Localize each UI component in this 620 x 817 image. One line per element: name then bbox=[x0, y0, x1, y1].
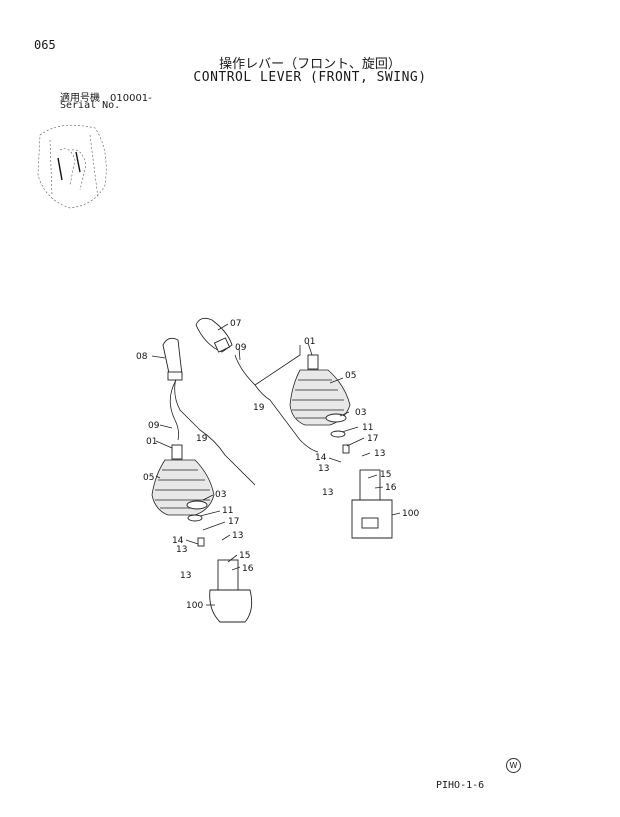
label-17-left: 17 bbox=[228, 517, 239, 527]
right-grip-collar bbox=[213, 337, 231, 353]
label-16-left: 16 bbox=[242, 564, 254, 574]
left-grip bbox=[162, 337, 183, 379]
label-19-right: 19 bbox=[253, 403, 265, 413]
label-13-left-b: 13 bbox=[176, 545, 187, 555]
left-nut bbox=[187, 514, 203, 522]
label-05-right: 05 bbox=[345, 371, 356, 381]
label-14-left: 14 bbox=[172, 536, 184, 546]
left-bracket bbox=[197, 537, 205, 547]
label-100-right: 100 bbox=[402, 509, 419, 519]
label-09-left: 09 bbox=[148, 421, 160, 431]
label-15-right: 15 bbox=[380, 470, 391, 480]
right-lever-stem bbox=[307, 354, 319, 370]
left-plate bbox=[186, 500, 208, 510]
label-13-right-b: 13 bbox=[318, 464, 329, 474]
watermark-logo: W bbox=[506, 758, 521, 773]
serial-label-japanese: 適用号機 010001- bbox=[60, 93, 152, 104]
left-lever-stem bbox=[171, 444, 183, 460]
label-17-right: 17 bbox=[367, 434, 378, 444]
label-11-left: 11 bbox=[222, 506, 233, 516]
label-05-left: 05 bbox=[143, 473, 154, 483]
locator-lever-icons bbox=[57, 151, 81, 181]
label-03-right: 03 bbox=[355, 408, 366, 418]
label-14-right: 14 bbox=[315, 453, 327, 463]
page-code: PIHO-1-6 bbox=[436, 780, 485, 791]
label-08: 08 bbox=[136, 352, 148, 362]
right-plate bbox=[325, 413, 347, 423]
right-nut bbox=[330, 430, 346, 438]
page-number: 065 bbox=[34, 38, 56, 52]
label-13-left-a: 13 bbox=[232, 531, 243, 541]
label-100-left: 100 bbox=[186, 601, 203, 611]
right-bracket bbox=[342, 444, 350, 454]
left-lever-assembly bbox=[151, 337, 253, 623]
left-grip-collar bbox=[167, 371, 183, 381]
cab-locator-sketch bbox=[37, 124, 107, 209]
page-title-japanese: 操作レバー（フロント、旋回） bbox=[219, 57, 401, 72]
label-16-right: 16 bbox=[385, 483, 397, 493]
left-valve-base bbox=[209, 589, 253, 623]
label-13-left-c: 13 bbox=[180, 571, 191, 581]
label-09-right: 09 bbox=[235, 343, 247, 353]
right-boot bbox=[289, 369, 351, 426]
label-01-left: 01 bbox=[146, 437, 157, 447]
label-11-right: 11 bbox=[362, 423, 373, 433]
page-title-english: CONTROL LEVER (FRONT, SWING) bbox=[193, 70, 427, 85]
label-03-left: 03 bbox=[215, 490, 226, 500]
right-valve-port bbox=[361, 517, 379, 529]
label-15-left: 15 bbox=[239, 551, 250, 561]
label-13-right-c: 13 bbox=[322, 488, 333, 498]
serial-label-english: Serial No. bbox=[60, 100, 121, 111]
label-13-right-a: 13 bbox=[374, 449, 385, 459]
label-01-right: 01 bbox=[304, 337, 315, 347]
label-19-left: 19 bbox=[196, 434, 208, 444]
leader-lines bbox=[151, 323, 401, 606]
label-07: 07 bbox=[230, 319, 241, 329]
cable-wires bbox=[169, 345, 319, 486]
right-lever-assembly bbox=[195, 317, 393, 539]
